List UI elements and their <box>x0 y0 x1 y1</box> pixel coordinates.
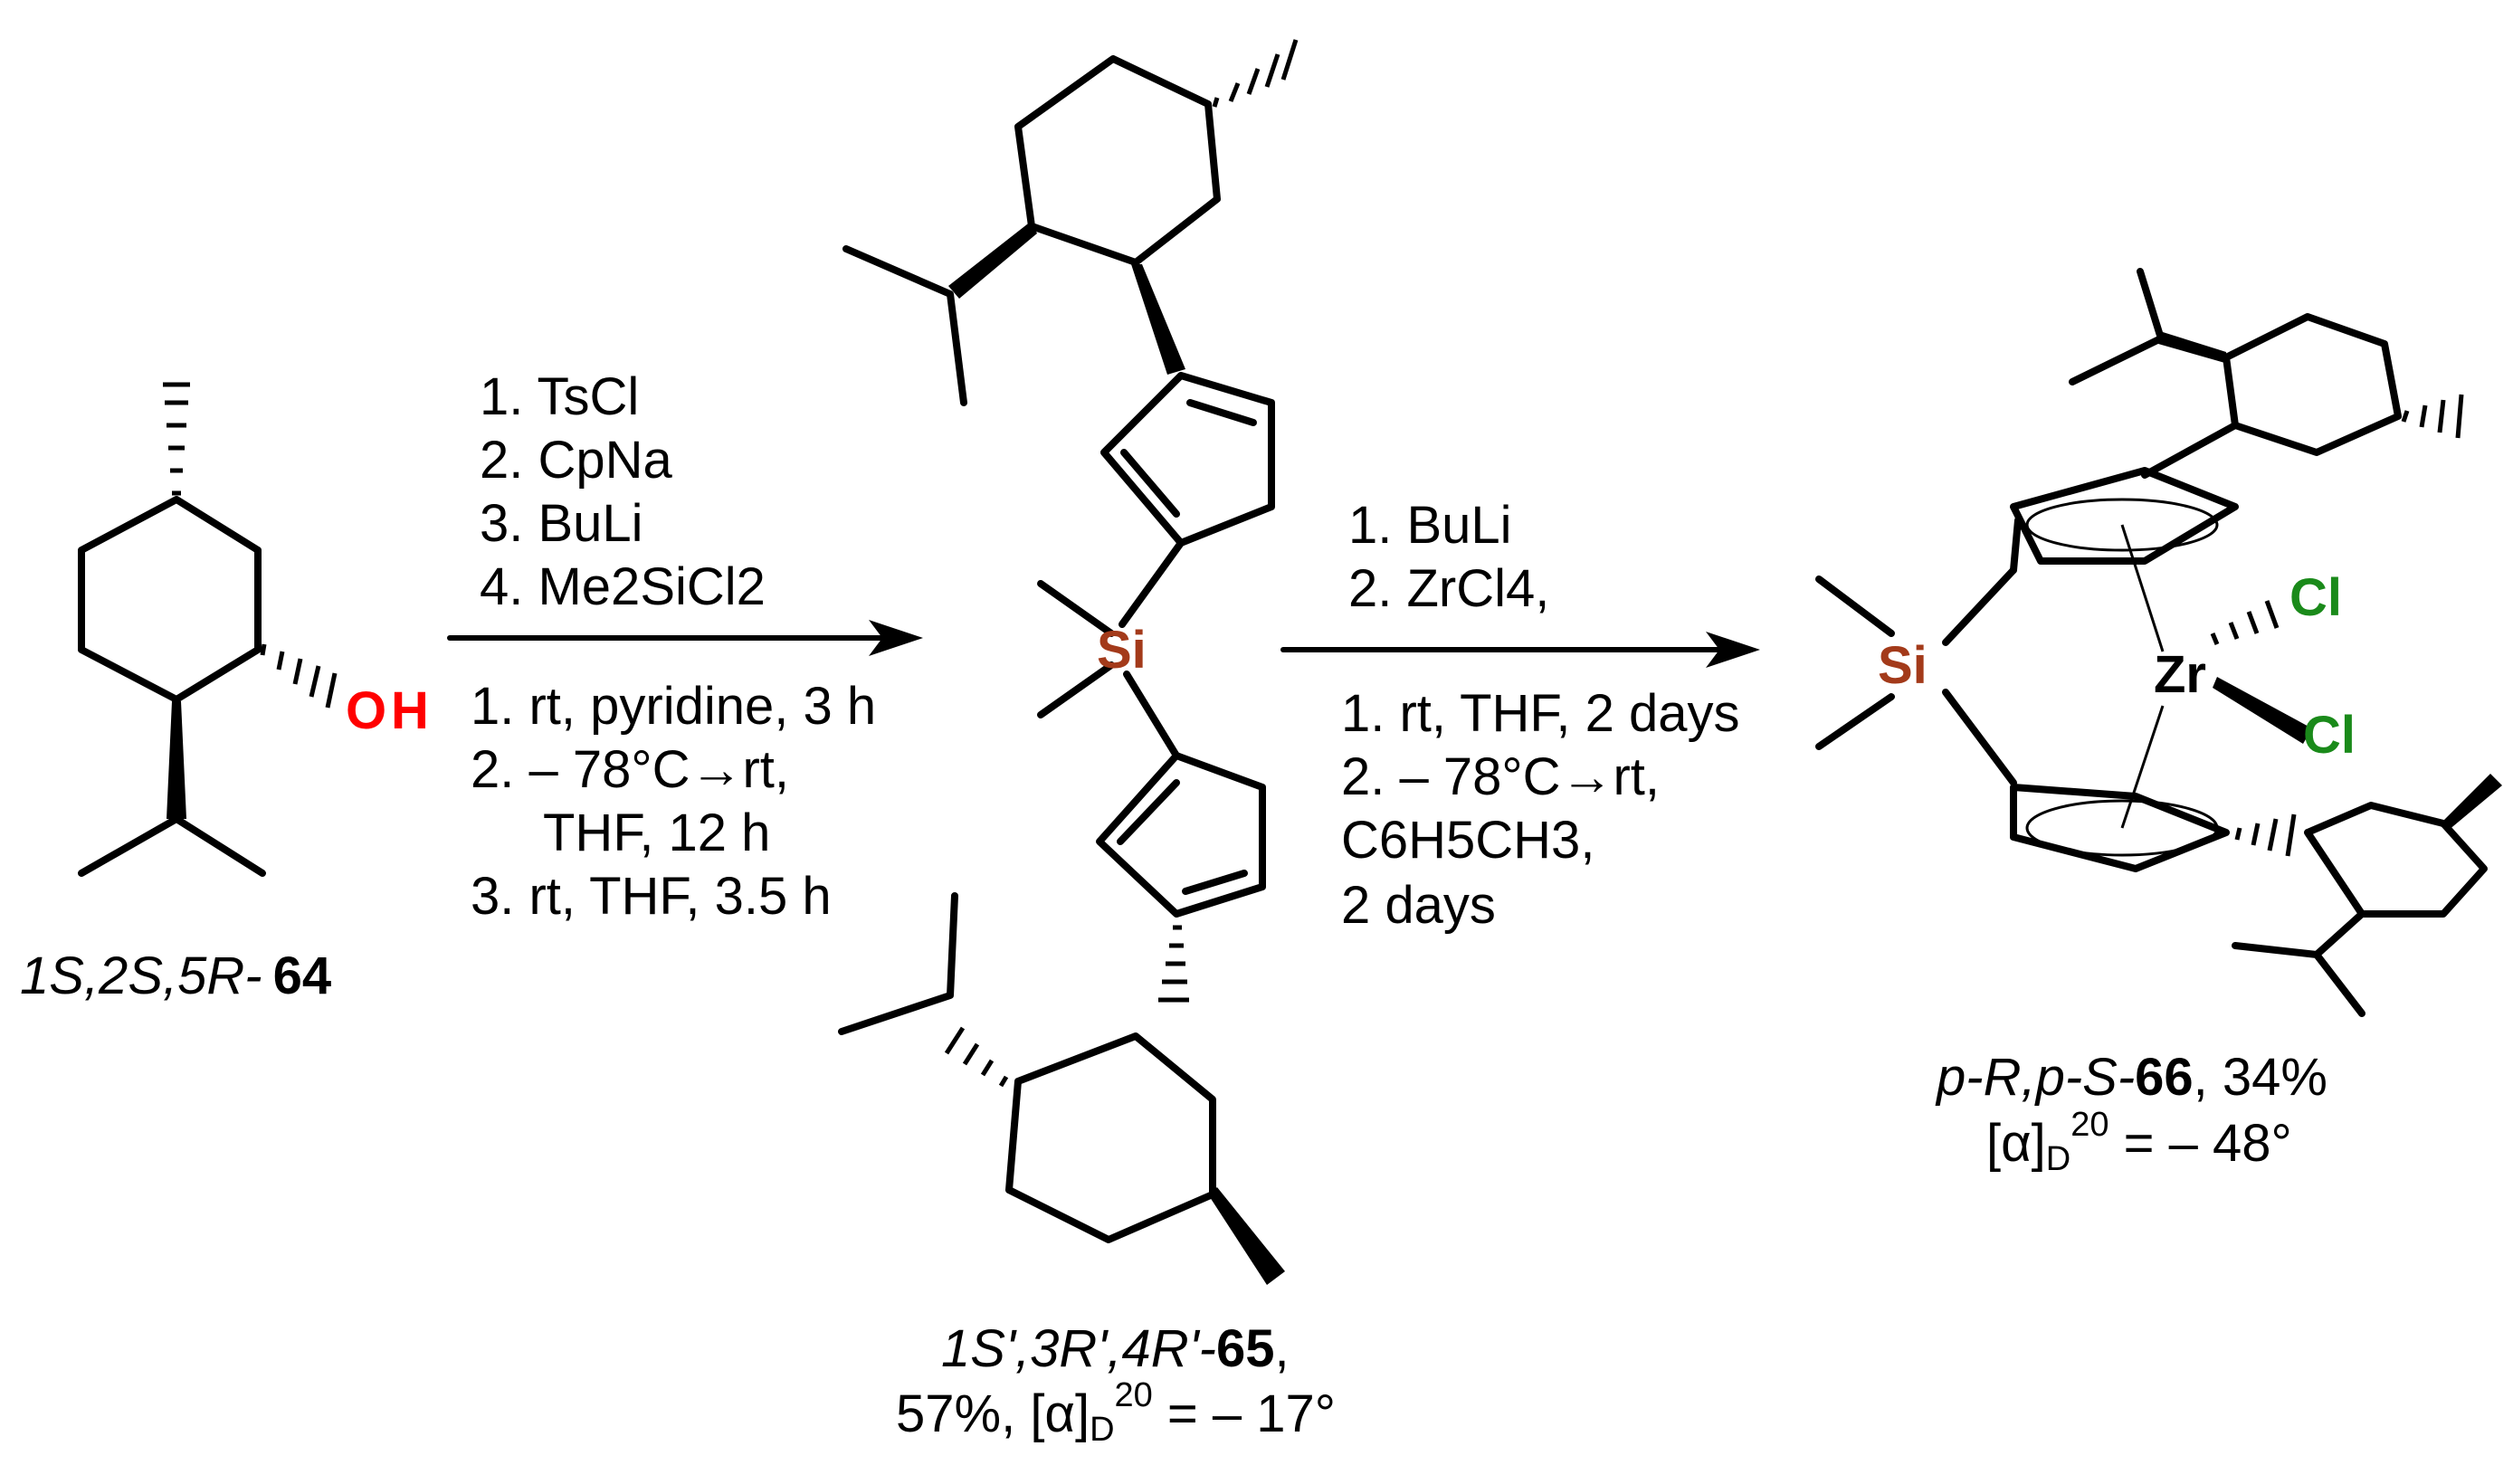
hash-bond-oh-64 <box>260 643 338 709</box>
hash-bond-bottom-isopropyl-65 <box>944 1026 1009 1088</box>
hash-bond-zr-cl-upper <box>2210 600 2280 645</box>
wedge-bond-top-cp-65 <box>1131 264 1185 375</box>
reaction-arrow-1 <box>447 620 923 656</box>
wedge-bond-isopropyl-64 <box>167 701 186 819</box>
step2-conditions: 1. rt, THF, 2 days 2. – 78°C→rt, C6H5CH3… <box>1341 684 1755 935</box>
chlorine-atom-lower-66: Cl <box>2303 706 2356 765</box>
chlorine-atom-upper-66: Cl <box>2289 568 2342 627</box>
compound-66-label: p-R,p-S-66, 34% <box>1935 1048 2327 1107</box>
compound-66-structure <box>1815 268 2502 1017</box>
compound-64-structure <box>78 382 338 877</box>
silicon-atom-66: Si <box>1878 636 1928 695</box>
step1-conditions: 1. rt, pyridine, 3 h 2. – 78°C→rt, THF, … <box>471 677 890 926</box>
zirconium-atom-66: Zr <box>2154 645 2206 704</box>
hash-bond-top-methyl-66 <box>2401 394 2464 439</box>
wedge-bond-top-isopropyl-66 <box>2158 332 2228 364</box>
reaction-arrow-2 <box>1280 632 1760 668</box>
oxygen-atom-64: O <box>346 681 386 740</box>
hash-bond-bottom-cp-65 <box>1158 925 1189 1003</box>
compound-65-yield-rotation: 57%, [α]D20 = – 17° <box>896 1376 1336 1449</box>
compound-64-label: 1S,2S,5R-64 <box>20 947 331 1005</box>
compound-66-rotation: [α]D20 = – 48° <box>1986 1106 2292 1178</box>
step1-reagents: 1. TsCl 2. CpNa 3. BuLi 4. Me2SiCl2 <box>480 367 766 616</box>
wedge-bond-bottom-methyl-66 <box>2439 774 2502 831</box>
hash-bond-top-methyl-65 <box>1212 39 1299 108</box>
step2-reagents: 1. BuLi 2. ZrCl4, <box>1348 496 1549 618</box>
silicon-atom-65: Si <box>1097 621 1147 680</box>
compound-65-structure <box>838 39 1299 1285</box>
hash-bond-bottom-cp-66 <box>2234 813 2297 857</box>
wedge-bond-zr-cl-lower <box>2213 677 2312 744</box>
compound-65-label: 1S',3R',4R'-65, <box>941 1319 1290 1378</box>
wedge-bond-bottom-methyl-65 <box>1208 1187 1285 1285</box>
hash-bond-methyl-64 <box>163 382 190 496</box>
hydrogen-atom-64: H <box>391 681 429 740</box>
wedge-bond-top-isopropyl-65 <box>948 221 1037 299</box>
